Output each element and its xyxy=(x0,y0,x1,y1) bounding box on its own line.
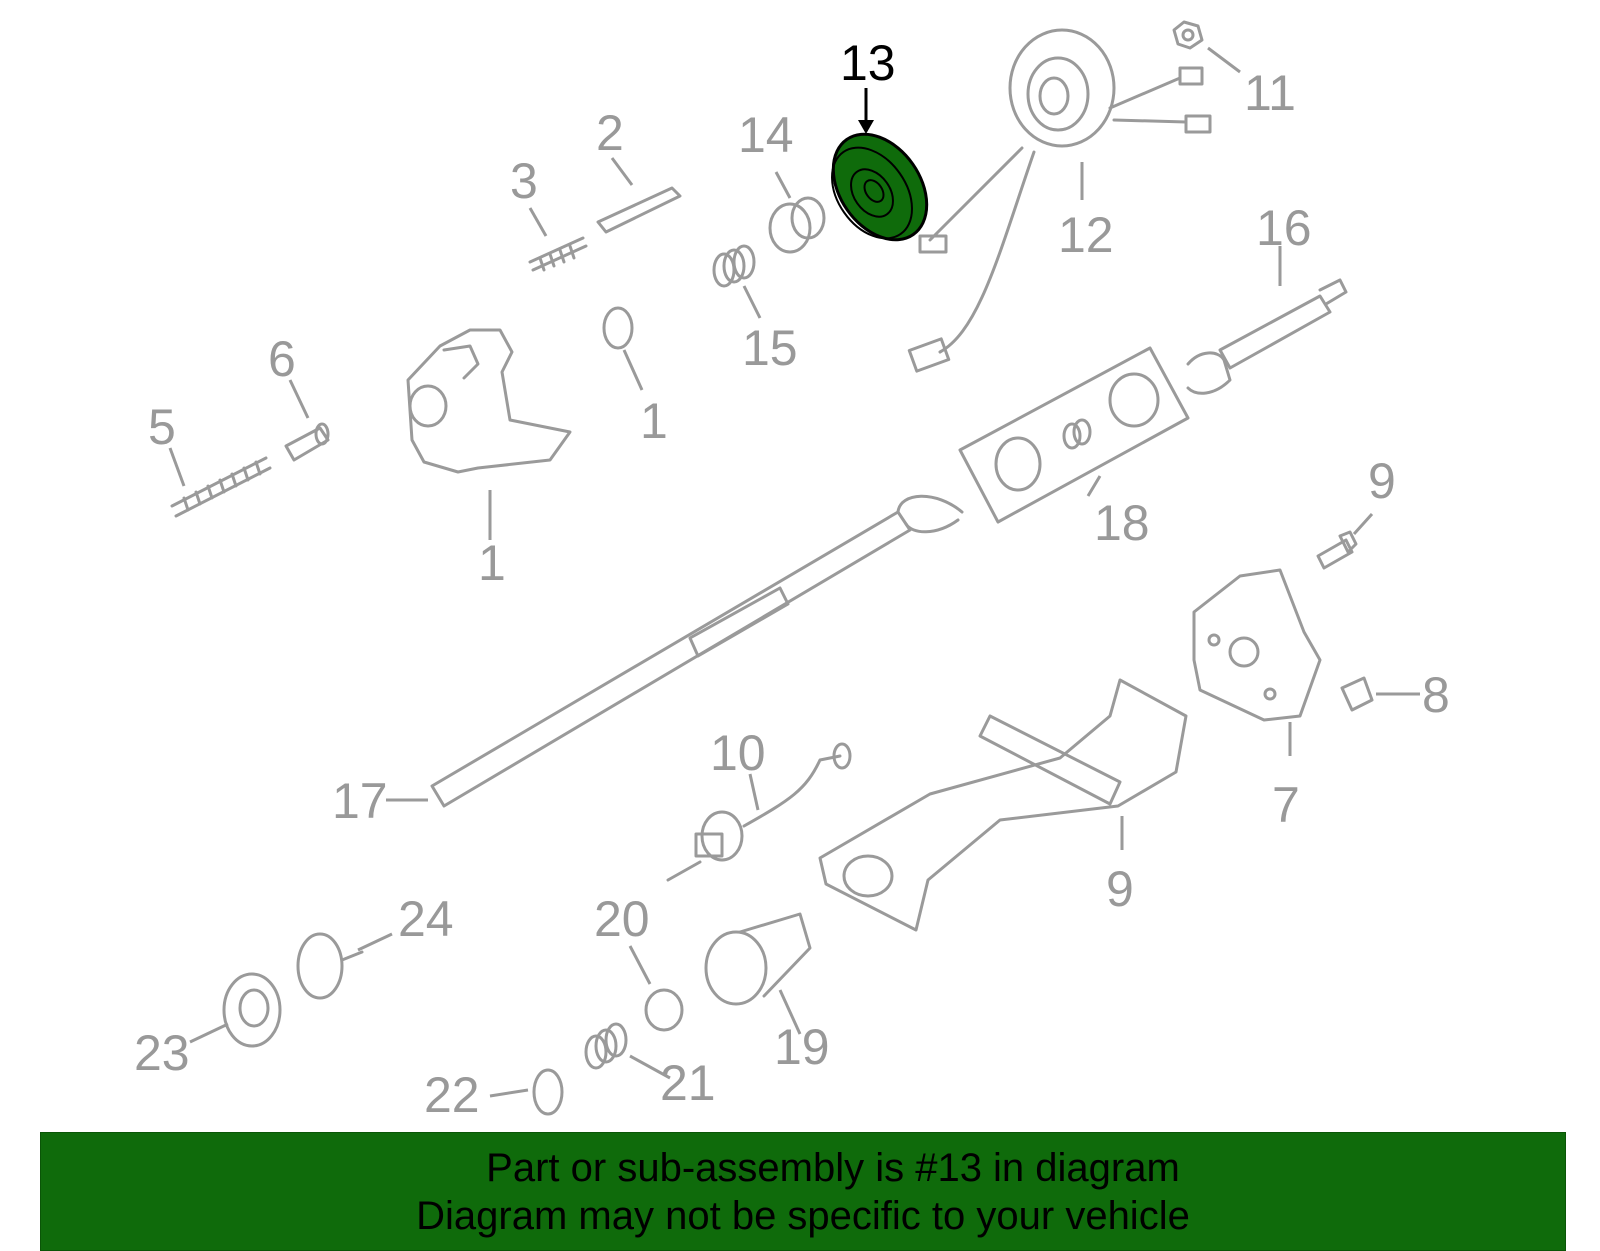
callout-12[interactable]: 12 xyxy=(1058,207,1114,263)
leader-21 xyxy=(629,1054,671,1080)
callout-4[interactable]: 5 xyxy=(148,399,176,455)
leader-4 xyxy=(168,447,186,487)
leader-22 xyxy=(489,1088,529,1098)
leader-8 xyxy=(1352,512,1374,536)
leader-15 xyxy=(742,285,762,319)
callout-1b[interactable]: 1 xyxy=(640,393,668,449)
part-1-housing[interactable] xyxy=(406,328,572,474)
part-2-pin[interactable] xyxy=(596,186,682,234)
callout-24[interactable]: 24 xyxy=(398,891,454,947)
leader-5 xyxy=(288,379,310,419)
part-4-spring[interactable] xyxy=(170,456,272,518)
callout-6[interactable]: 7 xyxy=(1272,777,1300,833)
part-5-pin[interactable] xyxy=(284,422,330,462)
part-8-bolt[interactable] xyxy=(1316,530,1358,570)
banner-line-disclaimer: Diagram may not be specific to your vehi… xyxy=(416,1193,1190,1238)
part-16-shaft[interactable] xyxy=(1186,278,1348,395)
leader-1b xyxy=(622,349,644,391)
part-3-spring[interactable] xyxy=(528,236,588,272)
steering-column-exploded-diagram: 13 2 3 14 15 1 12 xyxy=(134,20,1450,1123)
part-17-shaft[interactable] xyxy=(430,494,964,808)
leader-2 xyxy=(610,157,634,186)
leader-23 xyxy=(189,1022,229,1044)
part-21-spring[interactable] xyxy=(584,1022,628,1070)
arrowhead-13 xyxy=(858,120,874,134)
info-banner: Part or sub-assembly is #13 in diagram D… xyxy=(40,1132,1566,1251)
callout-15[interactable]: 15 xyxy=(742,320,798,376)
part-1-ring[interactable] xyxy=(602,306,634,350)
callout-16[interactable]: 16 xyxy=(1256,200,1312,256)
callout-23[interactable]: 23 xyxy=(134,1025,190,1081)
callout-13[interactable]: 13 xyxy=(840,35,896,91)
part-15-spring[interactable] xyxy=(712,244,756,288)
part-23-washer[interactable] xyxy=(222,972,282,1048)
leader-24 xyxy=(357,932,393,952)
callout-1a[interactable]: 1 xyxy=(478,535,506,591)
part-19-sleeve[interactable] xyxy=(704,912,812,1006)
callout-20[interactable]: 20 xyxy=(594,891,650,947)
callout-5[interactable]: 6 xyxy=(268,331,296,387)
part-13-highlighted[interactable] xyxy=(814,117,946,258)
part-11-nut[interactable] xyxy=(1172,20,1204,50)
part-10-switch[interactable] xyxy=(666,742,852,882)
part-20-clip[interactable] xyxy=(644,988,684,1032)
part-14-cap[interactable] xyxy=(768,196,826,254)
callout-18[interactable]: 18 xyxy=(1094,495,1150,551)
leader-20 xyxy=(628,945,652,985)
callout-19[interactable]: 19 xyxy=(774,1019,830,1075)
banner-line-part-number: Part or sub-assembly is #13 in diagram xyxy=(486,1145,1180,1190)
callout-11[interactable]: 11 xyxy=(1244,65,1296,121)
part-7-cap[interactable] xyxy=(1340,676,1374,712)
leader-11 xyxy=(1207,46,1241,74)
part-24-plate[interactable] xyxy=(296,932,364,1000)
callout-7[interactable]: 8 xyxy=(1422,667,1450,723)
part-22-washer[interactable] xyxy=(532,1068,564,1116)
leader-19 xyxy=(778,989,802,1035)
part-9-column[interactable] xyxy=(818,678,1188,932)
callout-22[interactable]: 22 xyxy=(424,1067,480,1123)
callout-9[interactable]: 9 xyxy=(1106,861,1134,917)
part-12-clockspring[interactable] xyxy=(907,28,1212,373)
part-6-bracket[interactable] xyxy=(1192,568,1322,722)
callout-14[interactable]: 14 xyxy=(738,107,794,163)
leader-14 xyxy=(774,171,792,199)
leader-10 xyxy=(748,773,760,811)
callout-17[interactable]: 17 xyxy=(332,773,388,829)
callout-3[interactable]: 3 xyxy=(510,153,538,209)
callout-21[interactable]: 21 xyxy=(660,1055,716,1111)
leader-18 xyxy=(1086,475,1102,497)
part-18-kit[interactable] xyxy=(958,346,1190,524)
leader-3 xyxy=(528,207,548,237)
callout-10[interactable]: 10 xyxy=(710,725,766,781)
callout-2[interactable]: 2 xyxy=(596,105,624,161)
callout-8[interactable]: 9 xyxy=(1368,453,1396,509)
